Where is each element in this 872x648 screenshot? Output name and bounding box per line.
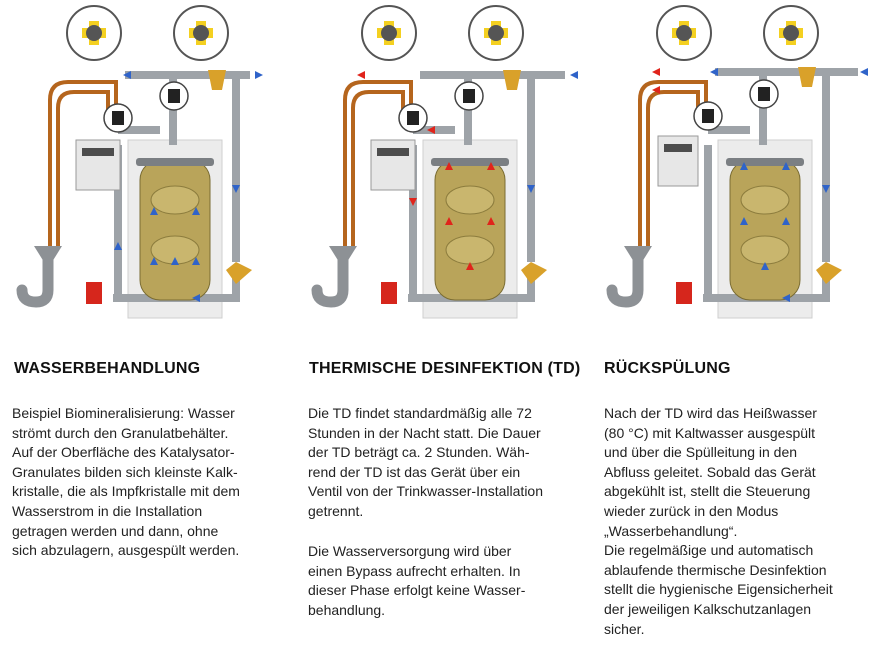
drain-siphon (606, 250, 644, 308)
valve-dial-right (468, 5, 524, 61)
granulate-tank (434, 159, 506, 301)
check-valve-icon (226, 262, 252, 284)
check-valve-icon (521, 262, 547, 284)
flush-line-2 (56, 90, 110, 246)
drain-funnel (329, 246, 357, 262)
flow-arrows-hot (652, 68, 660, 94)
drain-funnel (624, 246, 652, 262)
diagram-rueckspuelung (606, 5, 868, 319)
flush-line (48, 80, 118, 246)
text-wasserbehandlung: Beispiel Biomineralisierung: Wasser strö… (12, 405, 240, 559)
valve-dial-right (173, 5, 229, 61)
valve-dial-right (763, 5, 819, 61)
text-thermische-desinfektion-1: Die TD findet standardmäßig alle 72 Stun… (308, 405, 543, 519)
flush-valve-icon (676, 282, 692, 304)
panel-wasserbehandlung: WASSERBEHANDLUNG Beispiel Biomineralisie… (0, 0, 290, 648)
valve-dial-left (656, 5, 712, 61)
valve-dial-left (361, 5, 417, 61)
heading-rueckspuelung: RÜCKSPÜLUNG (604, 360, 731, 377)
controller (370, 139, 416, 191)
diagram-thermische-desinfektion (311, 5, 578, 319)
valve-icon (798, 67, 816, 87)
heading-wasserbehandlung: WASSERBEHANDLUNG (14, 360, 201, 377)
flush-valve-icon (381, 282, 397, 304)
flush-line-2 (351, 90, 405, 246)
flush-line (638, 80, 708, 246)
controller (657, 135, 699, 187)
drain-funnel (34, 246, 62, 262)
controller (75, 139, 121, 191)
flow-arrows-cold (710, 68, 868, 302)
valve-icon (503, 70, 521, 90)
heading-thermische-desinfektion: THERMISCHE DESINFEKTION (TD) (309, 360, 581, 377)
drain-siphon (16, 250, 54, 308)
drain-siphon (311, 250, 349, 308)
granulate-tank (139, 159, 211, 301)
granulate-tank (729, 159, 801, 301)
diagram-wasserbehandlung (16, 5, 263, 319)
flush-line-2 (646, 90, 700, 246)
panel-thermische-desinfektion: THERMISCHE DESINFEKTION (TD) Die TD find… (295, 0, 585, 648)
check-valve-icon (816, 262, 842, 284)
flush-valve-icon (86, 282, 102, 304)
flow-arrows-cold (114, 71, 263, 302)
text-thermische-desinfektion-2: Die Wasserversorgung wird über einen Byp… (308, 543, 526, 618)
flow-arrows-cold (527, 71, 578, 193)
panel-rueckspuelung: RÜCKSPÜLUNG Nach der TD wird das Heißwas… (590, 0, 872, 648)
flow-arrows-hot (357, 71, 495, 270)
text-rueckspuelung: Nach der TD wird das Heißwasser (80 °C) … (604, 405, 833, 637)
valve-dial-left (66, 5, 122, 61)
valve-icon (208, 70, 226, 90)
flush-line (343, 80, 413, 246)
